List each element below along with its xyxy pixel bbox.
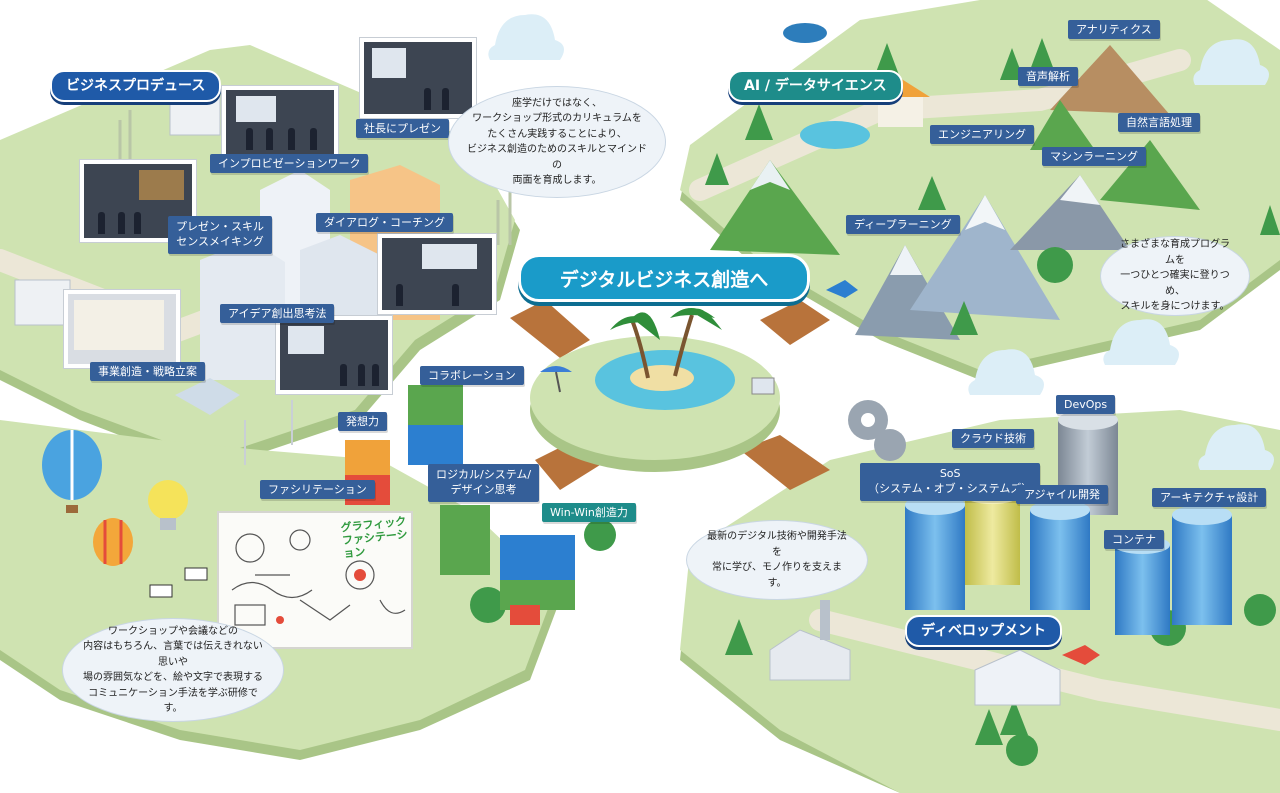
- label-deep-learning: ディープラーニング: [846, 215, 960, 234]
- label-machine-learning: マシンラーニング: [1042, 147, 1146, 166]
- ground-development: [680, 410, 1280, 793]
- label-sos: SoS （システム・オブ・システムズ）: [860, 463, 1041, 501]
- label-ceo-presentation: 社長にプレゼン: [356, 119, 449, 138]
- label-presentation-skill: プレゼン・スキル センスメイキング: [168, 216, 272, 254]
- photo-improv: [222, 86, 338, 158]
- bubble-business: 座学だけではなく、 ワークショップ形式のカリキュラムを たくさん実践することによ…: [448, 86, 666, 198]
- central-island: [530, 308, 780, 472]
- dev-buildings: [769, 23, 1100, 706]
- label-analytics: アナリティクス: [1068, 20, 1160, 39]
- lego-blocks: [345, 385, 575, 625]
- photo-strategy: [64, 290, 180, 368]
- photo-idea-creation: [276, 316, 392, 394]
- label-agile: アジャイル開発: [1016, 485, 1109, 504]
- label-idea-creation: アイデア創出思考法: [220, 304, 335, 323]
- mountains: [710, 45, 1200, 340]
- label-nlp: 自然言語処理: [1118, 113, 1200, 132]
- label-dialog-coaching: ダイアログ・コーチング: [316, 213, 453, 232]
- cows: [149, 567, 208, 598]
- main-title: デジタルビジネス創造へ: [518, 254, 810, 302]
- bubble-ai: さまざまな育成プログラムを 一つひとつ確実に登りつめ、 スキルを身につけます。: [1100, 236, 1250, 316]
- label-cloud: クラウド技術: [952, 429, 1034, 448]
- clouds: [488, 14, 1274, 470]
- label-speech-analysis: 音声解析: [1018, 67, 1078, 86]
- label-facilitation: ファシリテーション: [260, 480, 375, 499]
- label-container: コンテナ: [1104, 530, 1164, 549]
- balloons: [42, 430, 188, 566]
- label-collaboration: コラボレーション: [420, 366, 524, 385]
- label-ideation: 発想力: [338, 412, 387, 431]
- graphic-caption: グラフィック ファシテーション: [340, 514, 409, 561]
- label-architecture: アーキテクチャ設計: [1152, 488, 1267, 507]
- label-win-win: Win-Win創造力: [542, 503, 636, 522]
- label-business-strategy: 事業創造・戦略立案: [90, 362, 205, 381]
- photo-ceo-presentation: [360, 38, 476, 118]
- photo-dialog-coaching: [378, 234, 496, 314]
- bubble-communication: ワークショップや会議などの 内容はもちろん、言葉では伝えきれない思いや 場の雰囲…: [62, 618, 284, 722]
- region-title-business: ビジネスプロデュース: [50, 70, 222, 102]
- photo-presentation-skill: [80, 160, 196, 242]
- label-engineering: エンジニアリング: [930, 125, 1034, 144]
- label-logical-thinking: ロジカル/システム/ デザイン思考: [428, 464, 540, 502]
- label-devops: DevOps: [1056, 395, 1116, 414]
- region-title-ai: AI / データサイエンス: [728, 70, 903, 102]
- region-title-development: ディベロップメント: [905, 615, 1063, 647]
- label-improvisation-work: インプロビゼーションワーク: [210, 154, 369, 173]
- bubble-development: 最新のデジタル技術や開発手法を 常に学び、モノ作りを支えます。: [686, 520, 868, 600]
- gears: [848, 400, 906, 461]
